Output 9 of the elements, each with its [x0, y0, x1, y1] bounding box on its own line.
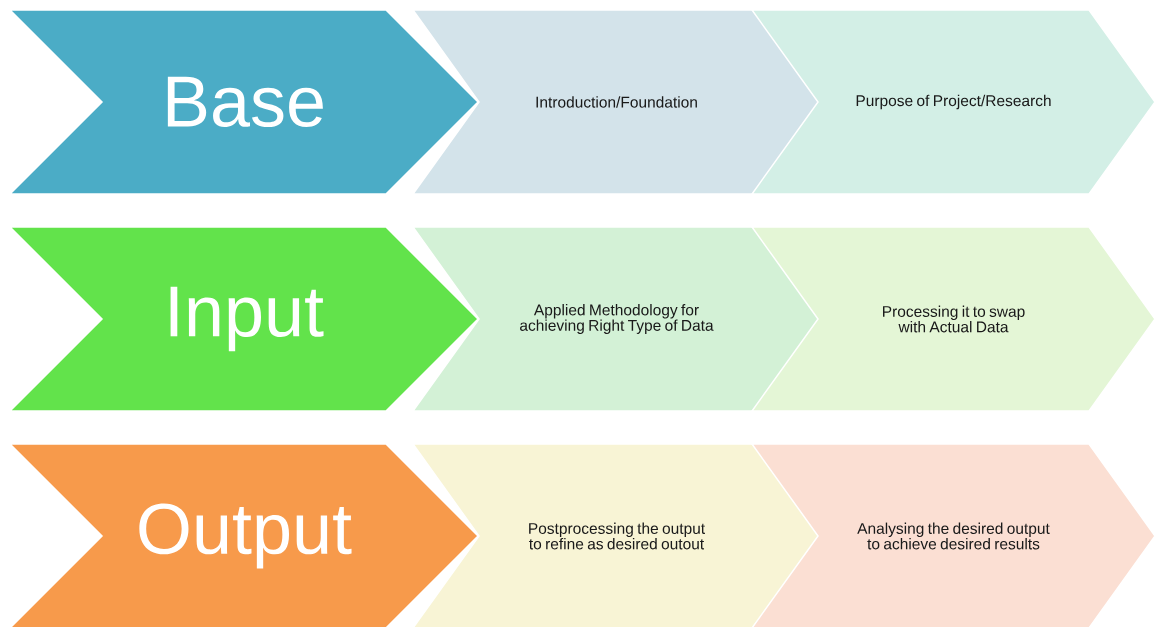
stage-panel: Base — [8, 9, 480, 195]
step-panel: Introduction/Foundation — [411, 9, 821, 195]
step-panel: Applied Methodology for achieving Right Type of Data — [411, 226, 821, 412]
step-panel: Postprocessing the output to refine as desired outout — [411, 443, 821, 627]
step-panel: Processing it to swap with Actual Data — [750, 226, 1155, 412]
stage-panel: Input — [8, 226, 480, 412]
step-panel: Analysing the desired output to achieve desired results — [750, 443, 1155, 627]
stage-panel: Output — [8, 443, 480, 627]
step-panel: Purpose of Project/Research — [750, 9, 1155, 195]
